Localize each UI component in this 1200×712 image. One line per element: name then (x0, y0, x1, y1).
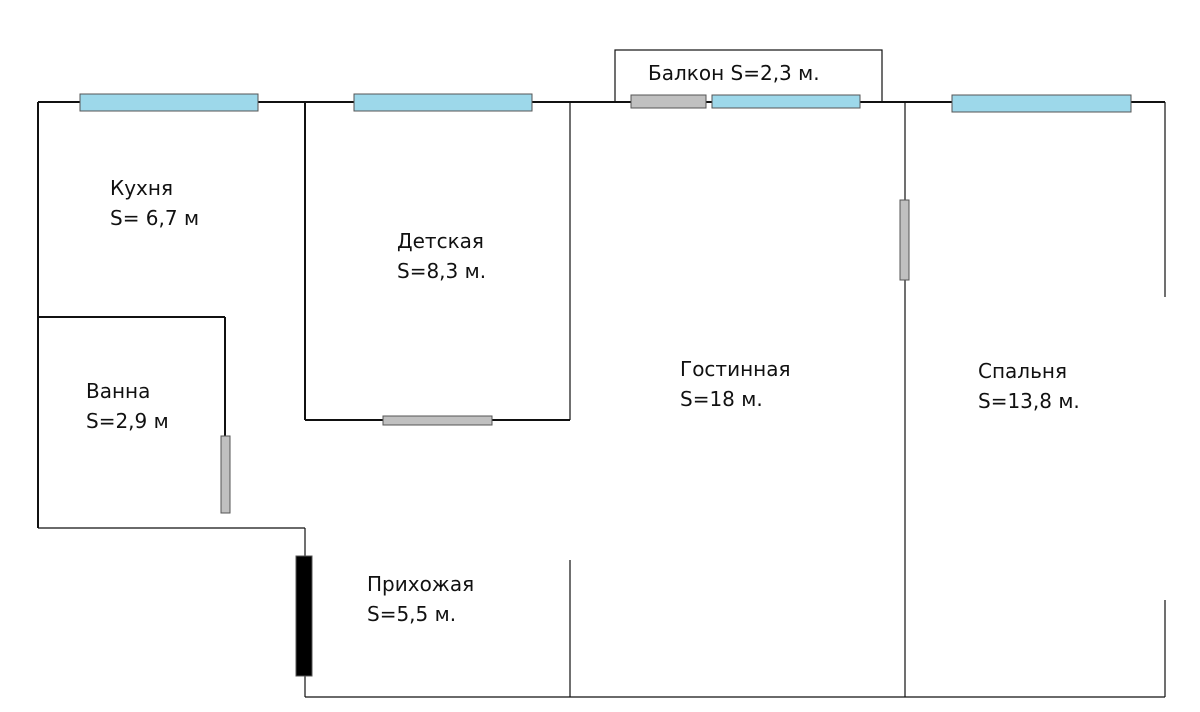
bath-label: Ванна S=2,9 м (86, 376, 169, 436)
kids-door (382, 415, 493, 426)
kids-label: Детская S=8,3 м. (397, 226, 486, 286)
entrance-door (295, 555, 313, 677)
kids-window (353, 93, 533, 112)
room-area: S=5,5 м. (367, 602, 457, 626)
balcony-door (630, 94, 707, 109)
room-name: Прихожая (367, 572, 475, 596)
balcony-label: Балкон S=2,3 м. (648, 61, 820, 85)
hall-label: Прихожая S=5,5 м. (367, 569, 474, 629)
living-window (711, 94, 861, 109)
bedroom-label: Спальня S=13,8 м. (978, 356, 1080, 416)
kitchen-window (79, 93, 259, 112)
bedroom-door (899, 199, 910, 281)
room-area: S=8,3 м. (397, 259, 487, 283)
living-label: Гостинная S=18 м. (680, 354, 791, 414)
room-name: Ванна (86, 379, 151, 403)
kitchen-label: Кухня S= 6,7 м (110, 173, 199, 233)
bath-door (220, 435, 231, 514)
room-name: Гостинная (680, 357, 791, 381)
room-name: Спальня (978, 359, 1067, 383)
room-area: S=13,8 м. (978, 389, 1080, 413)
room-name: Кухня (110, 176, 173, 200)
bedroom-window (951, 94, 1132, 113)
room-name: Детская (397, 229, 484, 253)
room-area: S= 6,7 м (110, 206, 200, 230)
room-area: S=18 м. (680, 387, 763, 411)
room-area: S=2,9 м (86, 409, 169, 433)
